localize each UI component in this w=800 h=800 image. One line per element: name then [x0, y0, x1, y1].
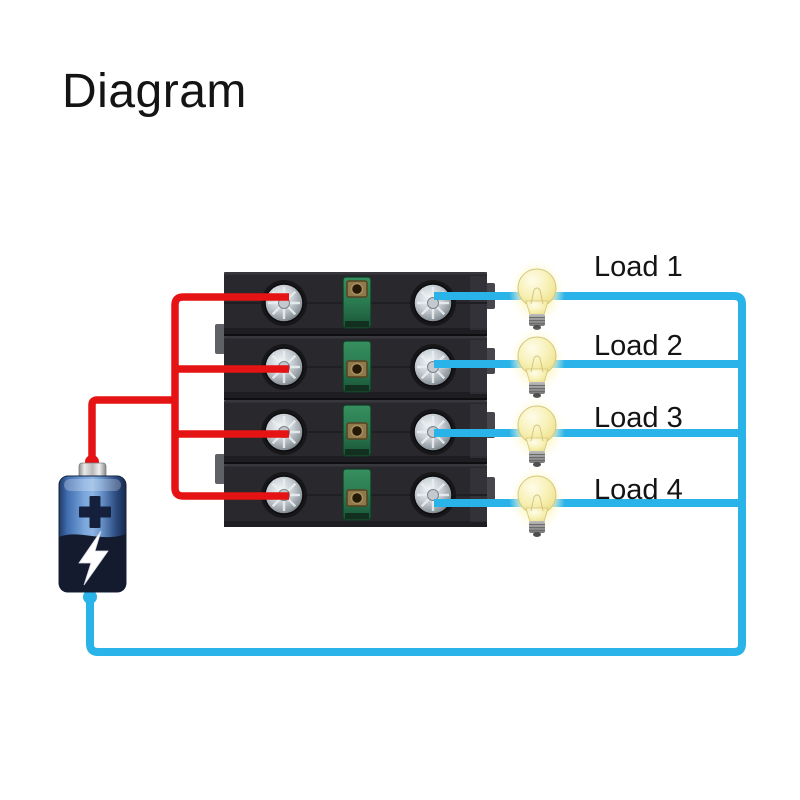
light-bulb-1 [508, 258, 566, 331]
positive-wires [85, 293, 289, 500]
plus-icon [79, 496, 111, 528]
switch-unit-1 [224, 272, 487, 334]
mount-tab [486, 477, 495, 503]
mount-tab [215, 454, 225, 484]
page-title: Diagram [62, 65, 247, 118]
terminal-screw-icon [408, 278, 458, 328]
battery [58, 462, 127, 593]
light-bulb-4 [508, 465, 566, 538]
battery-positive-wire [88, 396, 175, 461]
actuator-screw-icon [346, 422, 368, 440]
load-1-return-wire [86, 292, 746, 656]
load-3-label: Load 3 [594, 402, 683, 434]
lightning-bolt-icon [78, 530, 109, 586]
light-bulb-2 [508, 326, 566, 399]
load-2-label: Load 2 [594, 330, 683, 362]
mount-tab [215, 324, 225, 354]
terminal-screw-icon [408, 470, 458, 520]
negative-wires [83, 292, 746, 656]
switch-block [215, 272, 495, 527]
actuator-screw-icon [346, 489, 368, 507]
load-4-label: Load 4 [594, 474, 683, 506]
negative-terminal-dot [83, 590, 97, 604]
positive-bus-wire [171, 293, 289, 500]
actuator-screw-icon [346, 280, 368, 298]
light-bulb-3 [508, 395, 566, 468]
load-1-label: Load 1 [594, 251, 683, 283]
terminal-screw-icon [259, 278, 309, 328]
actuator-screw-icon [346, 360, 368, 378]
